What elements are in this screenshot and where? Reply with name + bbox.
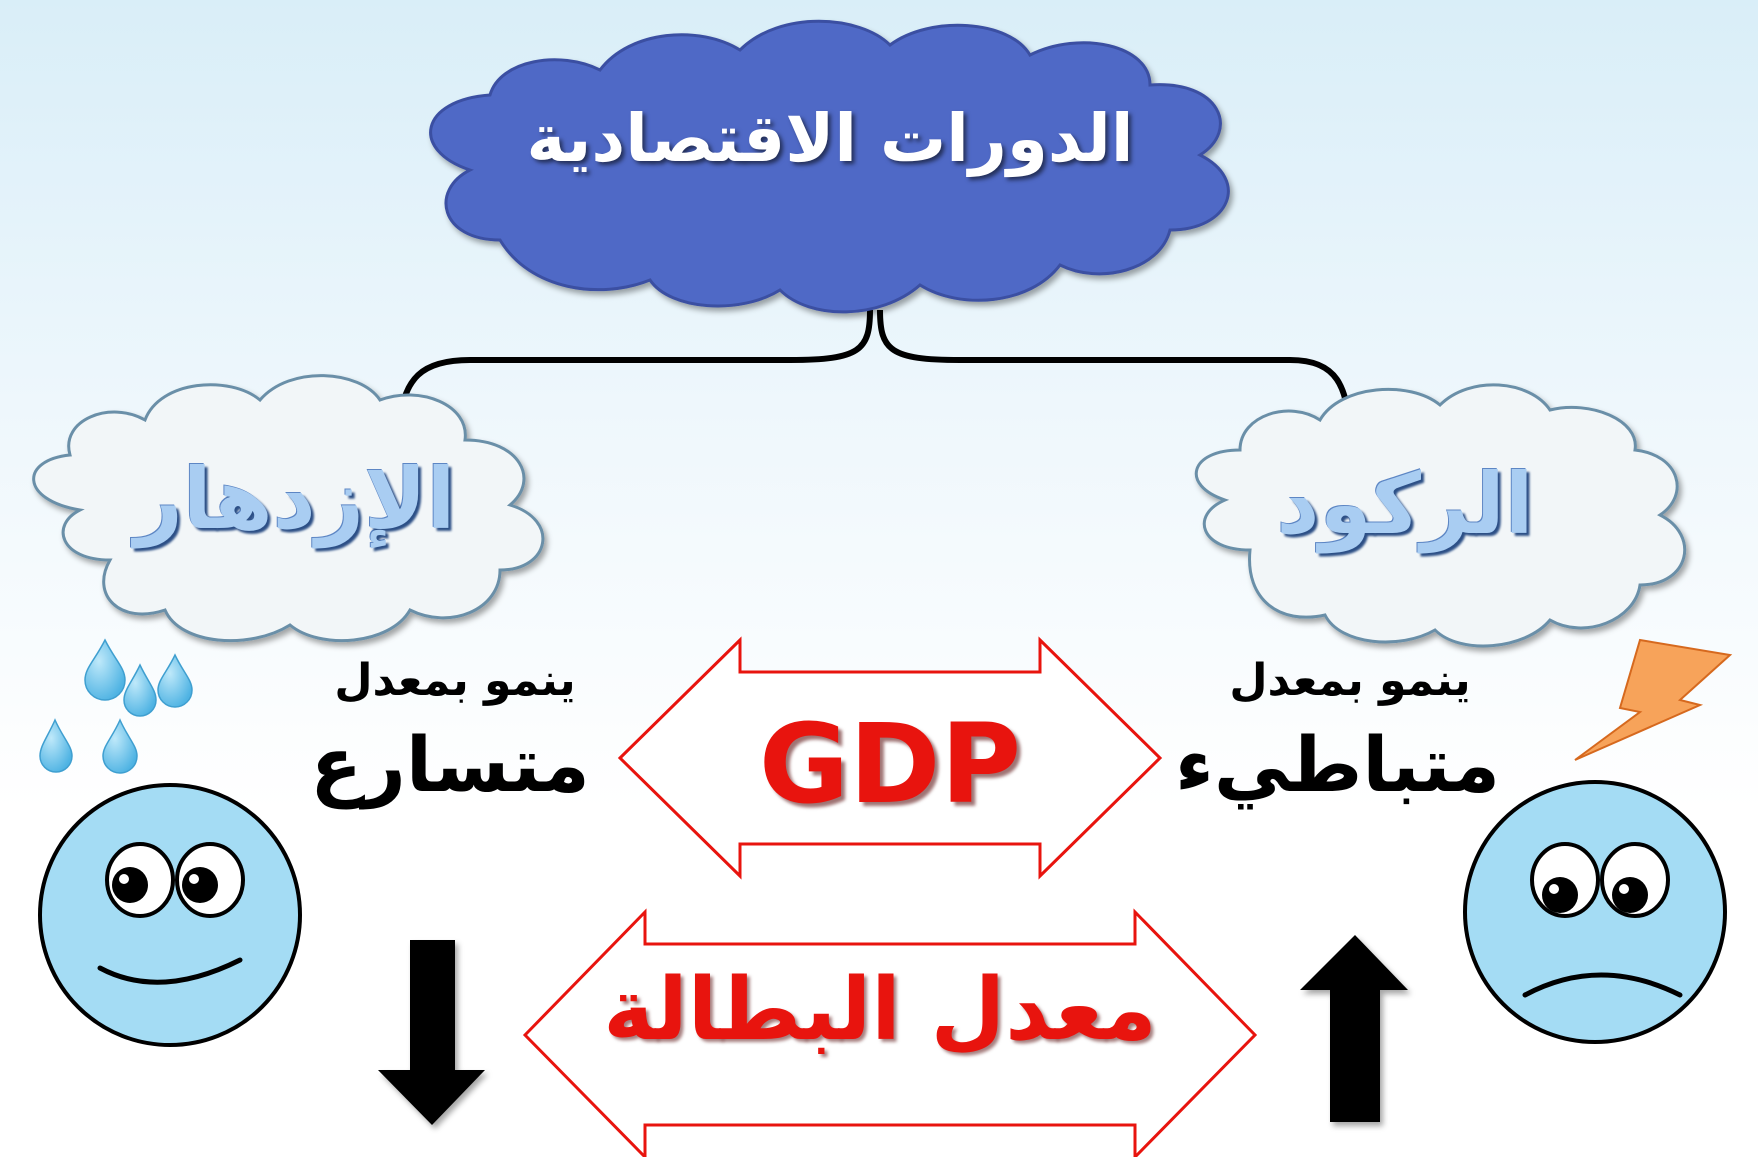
recession-growth-rate: متباطيء: [1175, 720, 1500, 809]
gdp-label: GDP: [758, 700, 1022, 828]
connector-bracket: [397, 309, 1353, 426]
raindrops-icon: [39, 638, 193, 774]
gdp-double-arrow: [617, 636, 1163, 880]
arrow-up-icon: [1300, 935, 1408, 1122]
boom-label: الإزدهار: [134, 450, 456, 548]
recession-cloud: [1194, 383, 1687, 648]
unemployment-double-arrow: [522, 908, 1258, 1157]
recession-growth-prefix: ينمو بمعدل: [1229, 655, 1471, 706]
boom-cloud: [32, 374, 545, 643]
sad-face: [1463, 780, 1727, 1044]
unemployment-label: معدل البطالة: [603, 960, 1157, 1060]
boom-growth-prefix: ينمو بمعدل: [334, 655, 576, 706]
diagram-title: الدورات الاقتصادية: [526, 100, 1134, 177]
recession-label: الركود: [1276, 455, 1534, 553]
arrow-down-icon: [378, 940, 485, 1125]
boom-growth-rate: متسارع: [310, 720, 590, 809]
lightning-icon: [1574, 638, 1733, 761]
title-cloud: [429, 19, 1230, 314]
happy-face: [38, 783, 302, 1047]
